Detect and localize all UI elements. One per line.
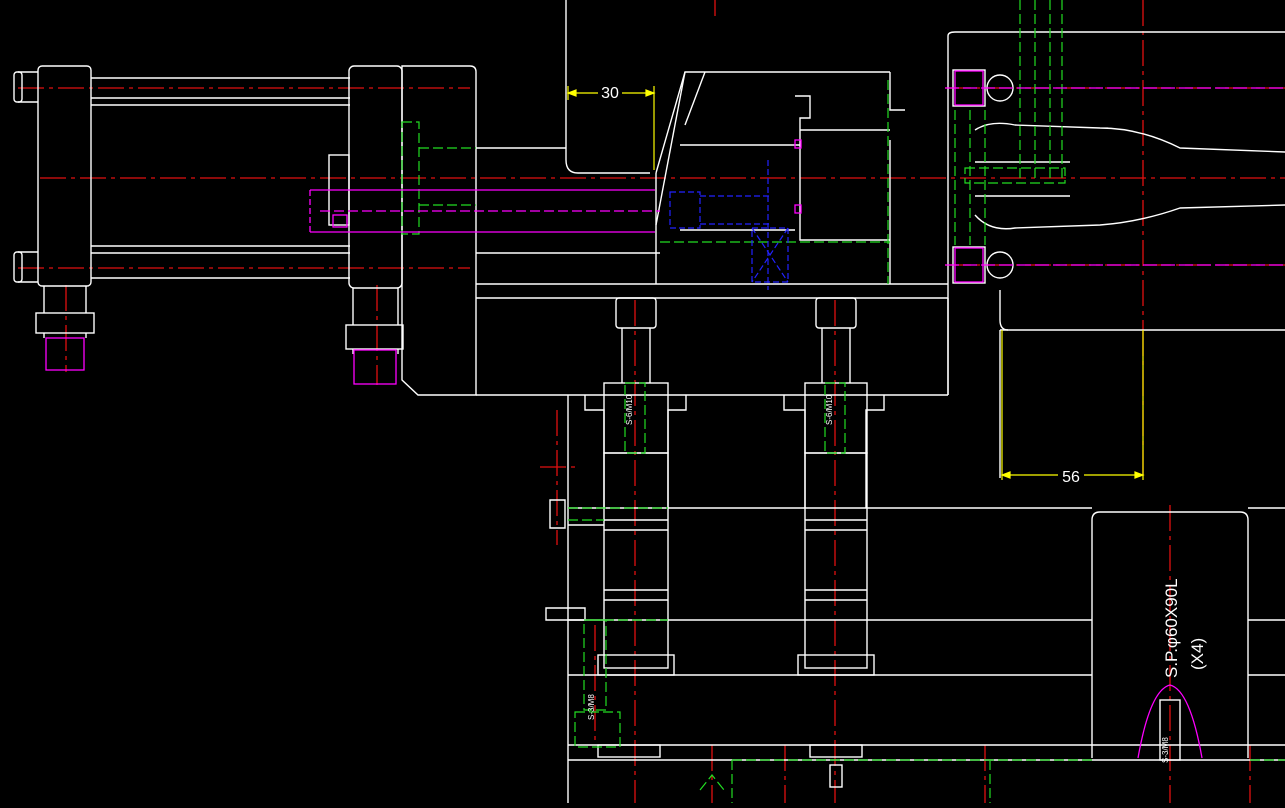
support-pillar-annotation: S.P.φ60X90L (X4) <box>1162 578 1207 678</box>
svg-text:56: 56 <box>1062 469 1080 486</box>
screw-labels: S-6/M10 S-6/M10 S-3/M8 S-3/M8 <box>587 394 1170 763</box>
dimension-56: 56 <box>1058 466 1084 486</box>
support-pillar-spec: S.P.φ60X90L <box>1162 578 1181 678</box>
blue-parts <box>669 160 789 290</box>
support-pillar-quantity: (X4) <box>1188 638 1207 670</box>
screw-label: S-3/M8 <box>1161 737 1170 763</box>
screw-label: S-6/M10 <box>625 394 634 425</box>
hidden-lines <box>401 0 1285 803</box>
screw-label: S-3/M8 <box>587 694 596 720</box>
dimension-30: 30 <box>598 83 622 102</box>
screw-label: S-6/M10 <box>825 394 834 425</box>
svg-text:30: 30 <box>601 85 619 102</box>
magenta-parts <box>45 70 1285 759</box>
